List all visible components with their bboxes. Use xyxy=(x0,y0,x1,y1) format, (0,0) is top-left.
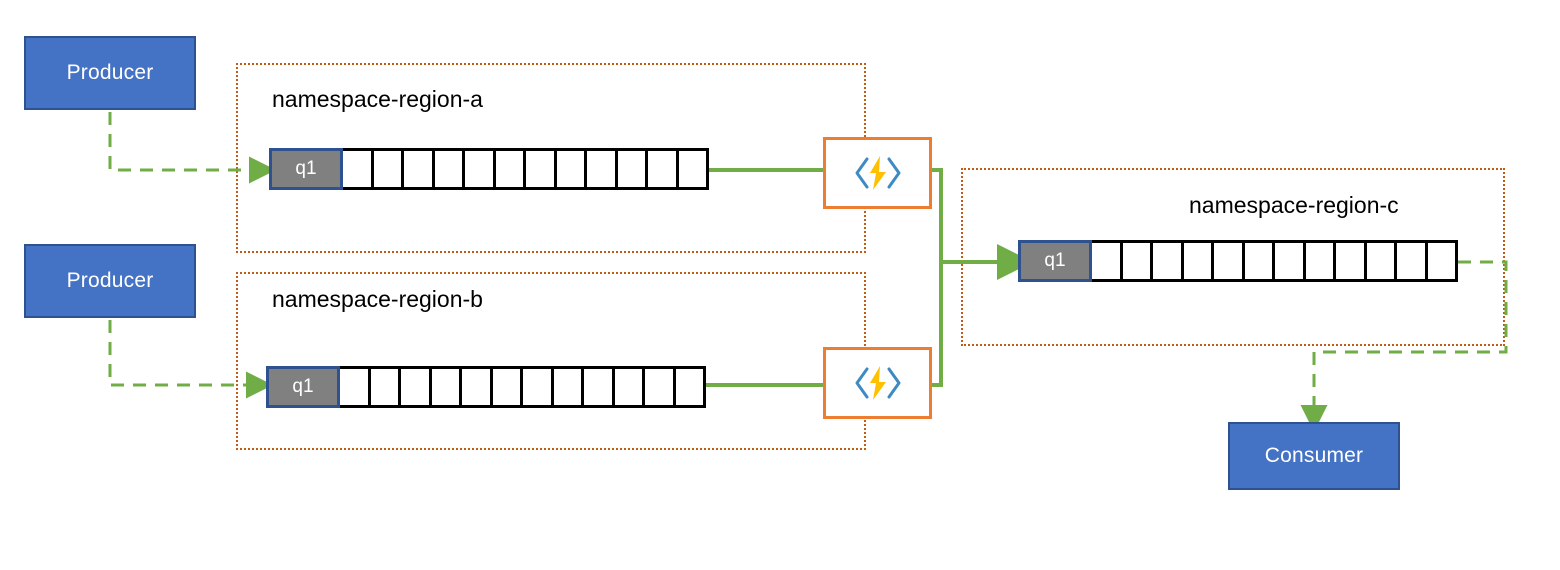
queue-head-cell: q1 xyxy=(266,366,340,408)
queue-cells xyxy=(340,366,706,408)
queue-message-slot xyxy=(1336,243,1367,279)
queue-message-slot xyxy=(523,369,554,405)
queue-message-slot xyxy=(675,369,703,405)
queue-namespace-region-a: q1 xyxy=(269,148,709,190)
producer-box-b: Producer xyxy=(24,244,196,318)
queue-message-slot xyxy=(1397,243,1428,279)
queue-namespace-region-b: q1 xyxy=(266,366,706,408)
queue-head-cell: q1 xyxy=(269,148,343,190)
queue-message-slot xyxy=(1427,243,1455,279)
queue-message-slot xyxy=(401,369,432,405)
connector-function-b-to-queue-c xyxy=(932,262,943,387)
queue-message-slot xyxy=(1305,243,1336,279)
queue-message-slot xyxy=(434,151,465,187)
region-label-namespace-region-b: namespace-region-b xyxy=(272,286,483,312)
queue-message-slot xyxy=(584,369,615,405)
queue-message-slot xyxy=(343,151,374,187)
queue-message-slot xyxy=(526,151,557,187)
azure-function-bolt-icon xyxy=(855,366,900,400)
queue-head-cell: q1 xyxy=(1018,240,1092,282)
queue-cells xyxy=(343,148,709,190)
queue-message-slot xyxy=(373,151,404,187)
azure-function-box-a xyxy=(823,137,932,209)
region-label-namespace-region-c: namespace-region-c xyxy=(1189,192,1399,218)
queue-cells xyxy=(1092,240,1458,282)
queue-message-slot xyxy=(614,369,645,405)
queue-message-slot xyxy=(617,151,648,187)
queue-message-slot xyxy=(370,369,401,405)
queue-message-slot xyxy=(340,369,371,405)
queue-message-slot xyxy=(648,151,679,187)
connector-producer-a-to-queue-a xyxy=(108,112,276,184)
consumer-box: Consumer xyxy=(1228,422,1400,490)
region-label-namespace-region-a: namespace-region-a xyxy=(272,86,483,112)
queue-namespace-region-c: q1 xyxy=(1018,240,1458,282)
queue-message-slot xyxy=(1275,243,1306,279)
queue-message-slot xyxy=(1183,243,1214,279)
azure-function-bolt-icon xyxy=(855,156,900,190)
queue-message-slot xyxy=(1214,243,1245,279)
producer-box-a: Producer xyxy=(24,36,196,110)
queue-message-slot xyxy=(678,151,706,187)
connector-producer-b-to-queue-b xyxy=(108,320,273,399)
queue-message-slot xyxy=(645,369,676,405)
queue-message-slot xyxy=(553,369,584,405)
queue-message-slot xyxy=(431,369,462,405)
queue-message-slot xyxy=(587,151,618,187)
queue-message-slot xyxy=(465,151,496,187)
queue-message-slot xyxy=(1366,243,1397,279)
queue-message-slot xyxy=(1122,243,1153,279)
queue-message-slot xyxy=(1244,243,1275,279)
queue-message-slot xyxy=(495,151,526,187)
queue-message-slot xyxy=(404,151,435,187)
azure-function-box-b xyxy=(823,347,932,419)
queue-message-slot xyxy=(462,369,493,405)
queue-message-slot xyxy=(1092,243,1123,279)
queue-message-slot xyxy=(1153,243,1184,279)
queue-message-slot xyxy=(556,151,587,187)
queue-message-slot xyxy=(492,369,523,405)
